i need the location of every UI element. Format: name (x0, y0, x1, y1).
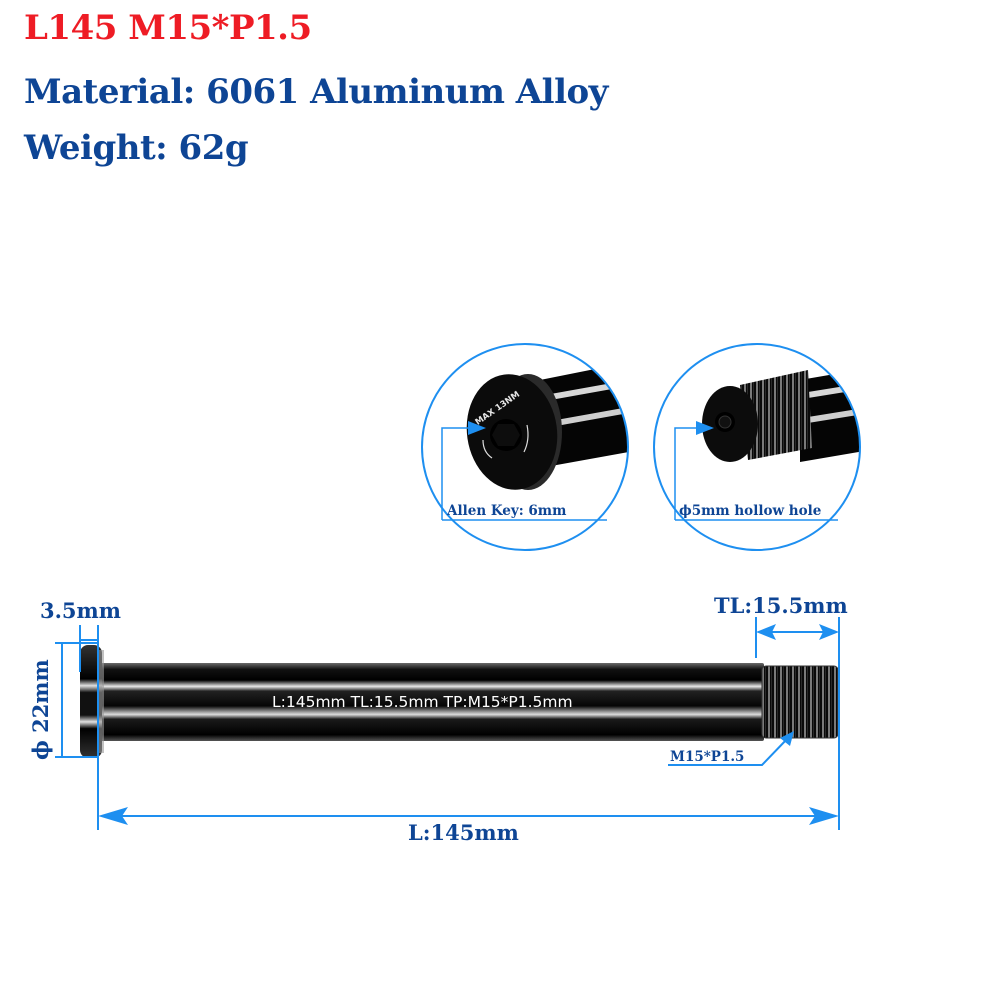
allen-key-label: Allen Key: 6mm (446, 503, 566, 519)
axle-engraving: L:145mm TL:15.5mm TP:M15*P1.5mm (272, 693, 573, 711)
model-title: L145 M15*P1.5 (24, 8, 312, 48)
hollow-hole-label: ϕ5mm hollow hole (679, 503, 821, 519)
dimension-lines (55, 617, 840, 830)
weight-spec: Weight: 62g (24, 128, 249, 168)
thru-axle (80, 645, 839, 758)
thread-end-detail-view (653, 343, 861, 551)
thread-length-label: TL:15.5mm (714, 593, 848, 618)
head-detail-view: MAX 13NM (421, 343, 629, 551)
head-thickness-label: 3.5mm (40, 598, 121, 623)
thread-spec-label: M15*P1.5 (670, 749, 744, 765)
material-spec: Material: 6061 Aluminum Alloy (24, 72, 608, 112)
total-length-label: L:145mm (408, 820, 519, 845)
head-diameter-label: ϕ 22mm (28, 659, 53, 760)
